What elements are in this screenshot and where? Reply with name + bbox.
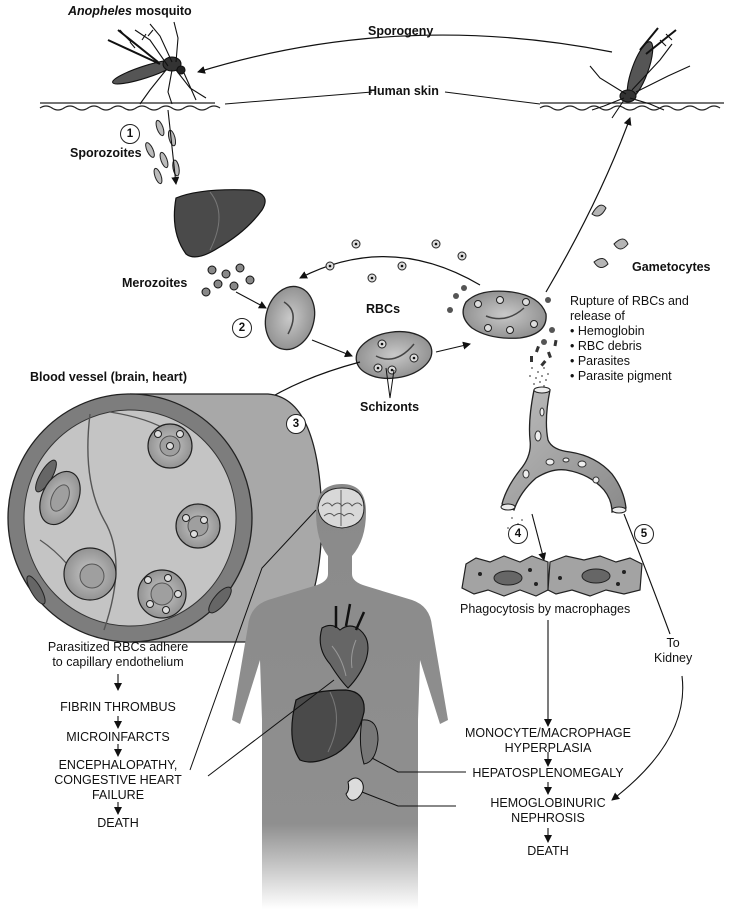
schizonts-label: Schizonts — [360, 400, 419, 415]
sporozoites-label: Sporozoites — [70, 146, 142, 161]
gametocytes-group — [592, 205, 628, 267]
rupture-title-line-1: Rupture of RBCs and — [570, 294, 689, 309]
rupture-title-line-2: release of — [570, 309, 689, 324]
liver-icon — [174, 190, 265, 257]
merozoite-return-arrow — [300, 257, 480, 285]
human-skin-leader — [225, 92, 372, 104]
parasite-pigment — [529, 367, 549, 389]
death-left-label: DEATH — [18, 816, 218, 831]
mosquito-label-rest: mosquito — [132, 4, 192, 18]
gametocytes-label: Gametocytes — [632, 260, 711, 275]
merozoites-label: Merozoites — [122, 276, 187, 291]
human-skin-right — [540, 103, 724, 110]
rupture-item: • Hemoglobin — [570, 324, 689, 339]
ruptured-rbc-icon — [447, 285, 555, 345]
step-5-badge: 5 — [634, 524, 654, 544]
capillary-icon — [501, 387, 626, 513]
step-1-badge: 1 — [120, 124, 140, 144]
schizont-rbc-icon — [353, 327, 435, 383]
to-macrophage-arrow — [532, 514, 544, 560]
rupture-list: • Hemoglobin • RBC debris • Parasites • … — [570, 324, 689, 384]
sporogeny-label: Sporogeny — [368, 24, 433, 39]
parasitized-line-2: to capillary endothelium — [28, 655, 208, 670]
nephrosis-line-1: HEMOGLOBINURIC — [448, 796, 648, 811]
to-kidney-line-1: To — [654, 636, 692, 651]
to-rupture-arrow — [436, 344, 470, 352]
phagocytosis-label: Phagocytosis by macrophages — [460, 602, 630, 617]
nephrosis-label: HEMOGLOBINURIC NEPHROSIS — [448, 796, 648, 826]
rbc-arrow — [312, 340, 352, 356]
monocyte-line-2: HYPERPLASIA — [448, 741, 648, 756]
mosquito-icon — [590, 28, 690, 118]
rupture-label: Rupture of RBCs and release of • Hemoglo… — [570, 294, 689, 384]
microinfarcts-label: MICROINFARCTS — [18, 730, 218, 745]
fibrin-thrombus-label: FIBRIN THROMBUS — [18, 700, 218, 715]
step-3-badge: 3 — [286, 414, 306, 434]
encephalopathy-line-3: FAILURE — [18, 788, 218, 803]
parasitized-label: Parasitized RBCs adhere to capillary end… — [28, 640, 208, 670]
merozoite-arrow — [236, 292, 266, 308]
encephalopathy-line-1: ENCEPHALOPATHY, — [18, 758, 218, 773]
monocyte-label: MONOCYTE/MACROPHAGE HYPERPLASIA — [448, 726, 648, 756]
step-4-badge: 4 — [508, 524, 528, 544]
merozoites-group — [202, 264, 254, 296]
human-skin-left — [40, 103, 220, 110]
mosquito-icon — [108, 22, 206, 104]
human-skin-leader — [445, 92, 540, 104]
nephrosis-line-2: NEPHROSIS — [448, 811, 648, 826]
rbc-icon — [259, 281, 322, 355]
macrophages-icon — [462, 556, 642, 596]
human-skin-label: Human skin — [368, 84, 439, 99]
parasitized-line-1: Parasitized RBCs adhere — [28, 640, 208, 655]
to-kidney-line-2: Kidney — [654, 651, 692, 666]
monocyte-line-1: MONOCYTE/MACROPHAGE — [448, 726, 648, 741]
step-2-badge: 2 — [232, 318, 252, 338]
gametocyte-arrow — [546, 118, 630, 292]
rupture-item: • Parasite pigment — [570, 369, 689, 384]
rupture-item: • RBC debris — [570, 339, 689, 354]
mosquito-label: Anopheles mosquito — [68, 4, 192, 19]
encephalopathy-line-2: CONGESTIVE HEART — [18, 773, 218, 788]
rbcs-label: RBCs — [366, 302, 400, 317]
encephalopathy-label: ENCEPHALOPATHY, CONGESTIVE HEART FAILURE — [18, 758, 218, 803]
to-kidney-label: To Kidney — [654, 636, 692, 666]
hepatosplenomegaly-label: HEPATOSPLENOMEGALY — [448, 766, 648, 781]
sporozoite-arrow — [168, 110, 176, 184]
sporogeny-arrow — [198, 35, 612, 72]
death-right-label: DEATH — [448, 844, 648, 859]
blood-vessel-label: Blood vessel (brain, heart) — [30, 370, 187, 385]
rupture-item: • Parasites — [570, 354, 689, 369]
mosquito-label-genus: Anopheles — [68, 4, 132, 18]
